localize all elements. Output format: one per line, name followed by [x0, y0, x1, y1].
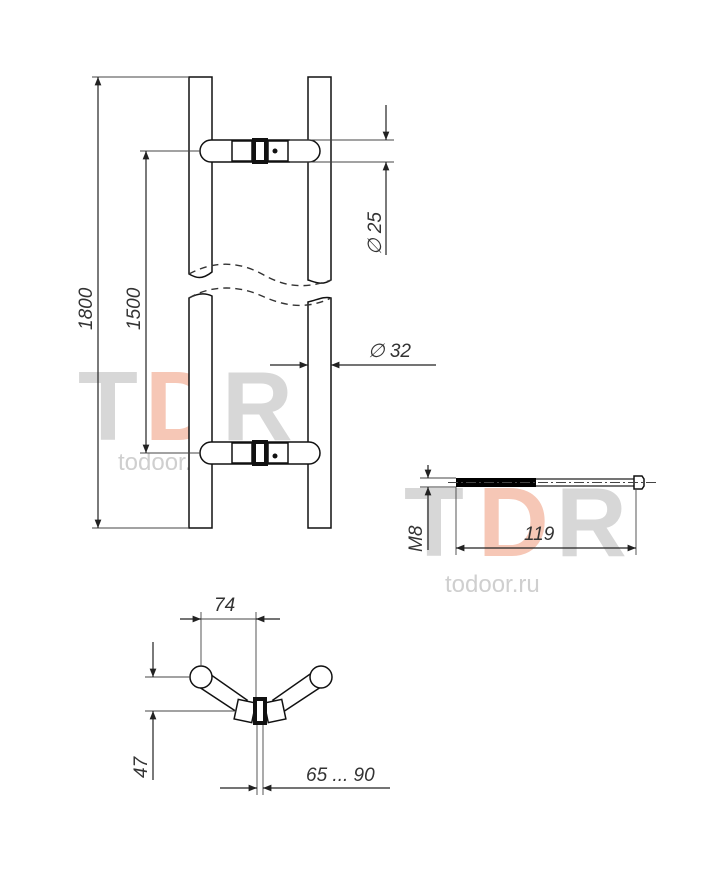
lower-standoff-collar-right [267, 442, 289, 464]
right-tube-lower [307, 296, 332, 529]
dimension-1800: 1800 [76, 76, 189, 529]
dimension-1800-label: 1800 [76, 287, 97, 330]
lower-standoff-collar-left [231, 442, 253, 464]
break-line-lower [188, 287, 332, 307]
dimension-m8-label: M8 [406, 525, 427, 552]
dimension-d25: ∅ 25 [290, 105, 394, 255]
top-view-left-collar [233, 698, 257, 724]
break-line-upper [188, 263, 332, 287]
watermark2-site: todoor.ru [445, 571, 540, 598]
dimension-119-label: 119 [524, 524, 555, 545]
watermark2-letter-r: R [556, 467, 627, 577]
lower-standoff [199, 440, 321, 466]
dimension-d25-label: ∅ 25 [365, 212, 386, 255]
dimension-1500: 1500 [124, 150, 200, 454]
dimension-65-90-label: 65 ... 90 [306, 765, 375, 786]
dimension-74: 74 [180, 595, 280, 697]
top-view [189, 665, 333, 725]
left-tube-upper [188, 76, 213, 279]
bolt-head [633, 475, 645, 490]
dimension-d32-label: ∅ 32 [368, 341, 411, 362]
dimension-m8: M8 [406, 465, 456, 552]
top-view-left-tube [189, 665, 213, 689]
dimension-d32: ∅ 32 [270, 341, 436, 369]
dimension-47: 47 [131, 642, 236, 780]
top-view-right-tube [309, 665, 333, 689]
dimension-1500-label: 1500 [124, 287, 145, 330]
top-view-right-collar [263, 698, 287, 724]
watermark-letter-t: T [78, 351, 138, 461]
upper-standoff [199, 138, 321, 164]
right-tube-upper [307, 76, 332, 284]
upper-standoff-collar-right [267, 140, 289, 162]
upper-standoff-collar-left [231, 140, 253, 162]
dimension-47-label: 47 [131, 755, 152, 778]
bolt-detail [448, 475, 656, 490]
bolt-thread [456, 478, 536, 487]
front-view [188, 76, 332, 529]
watermark-secondary: T D R todoor.ru [404, 467, 627, 598]
dimension-65-90: 65 ... 90 [220, 725, 390, 795]
dimension-119: 119 [455, 487, 637, 555]
left-tube-lower [188, 293, 213, 529]
dimension-74-label: 74 [214, 595, 235, 616]
watermark2-letter-t: T [404, 467, 464, 577]
